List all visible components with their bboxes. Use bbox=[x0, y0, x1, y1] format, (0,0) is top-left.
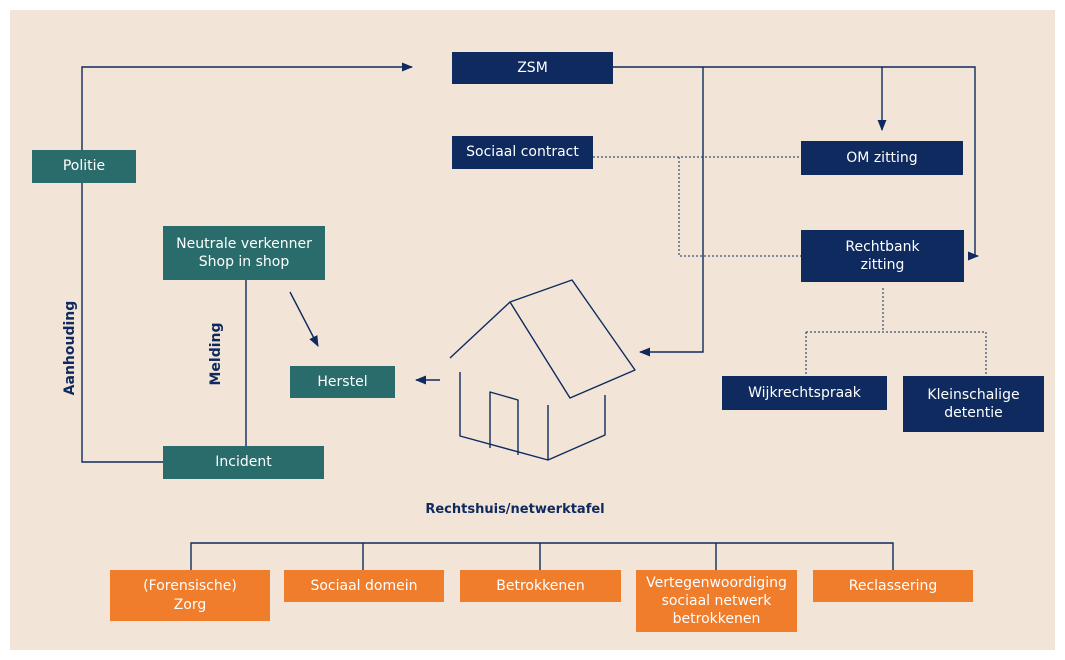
node-om-zitting: OM zitting bbox=[801, 141, 963, 175]
network-item-line1: Vertegenwoordiging bbox=[646, 574, 787, 591]
edge-verkenner-herstel bbox=[289, 291, 319, 347]
node-incident-label: Incident bbox=[215, 454, 272, 471]
diagram-panel: ZSM Politie Sociaal contract OM zitting … bbox=[10, 10, 1055, 650]
network-item-line1: Sociaal domein bbox=[310, 577, 418, 594]
network-bracket bbox=[190, 542, 894, 570]
network-item-line1: Betrokkenen bbox=[496, 577, 585, 594]
edge-label-melding: Melding bbox=[208, 322, 224, 386]
network-item-line1: (Forensische) bbox=[143, 578, 237, 595]
edge-zsm-rechtbank bbox=[613, 66, 980, 261]
node-sociaal-contract: Sociaal contract bbox=[452, 136, 593, 169]
node-neutrale-verkenner-line2: Shop in shop bbox=[198, 254, 290, 270]
edge-zsm-house bbox=[638, 67, 704, 357]
node-wijkrechtspraak-label: Wijkrechtspraak bbox=[748, 384, 861, 401]
node-kleinschalige-line2: detentie bbox=[944, 405, 1003, 421]
node-kleinschalige-line1: Kleinschalige bbox=[927, 386, 1020, 403]
node-herstel: Herstel bbox=[290, 366, 395, 398]
node-rechtbank-zitting: Rechtbank zitting bbox=[801, 230, 964, 282]
edge-aanhouding bbox=[81, 62, 414, 463]
edge-label-aanhouding: Aanhouding bbox=[62, 300, 78, 396]
node-incident: Incident bbox=[163, 446, 324, 479]
network-item-line1: Reclassering bbox=[848, 577, 938, 594]
node-politie-label: Politie bbox=[62, 158, 106, 175]
node-zsm: ZSM bbox=[452, 52, 613, 84]
node-neutrale-verkenner: Neutrale verkenner Shop in shop bbox=[163, 226, 325, 280]
house-caption: Rechtshuis/netwerktafel bbox=[425, 502, 605, 517]
network-item-forensische-zorg: (Forensische) Zorg bbox=[110, 570, 270, 621]
network-item-line2: Zorg bbox=[173, 596, 207, 613]
node-politie: Politie bbox=[32, 150, 136, 183]
network-item-line2: sociaal netwerk bbox=[661, 592, 772, 609]
node-herstel-label: Herstel bbox=[317, 373, 368, 390]
network-item-sociaal-domein: Sociaal domein bbox=[284, 570, 444, 602]
node-sociaal-contract-label: Sociaal contract bbox=[466, 144, 579, 161]
node-wijkrechtspraak: Wijkrechtspraak bbox=[722, 376, 887, 410]
house-outline-icon bbox=[449, 279, 636, 461]
network-item-line3: betrokkenen bbox=[672, 611, 761, 628]
connector-lines bbox=[81, 62, 987, 570]
node-neutrale-verkenner-line1: Neutrale verkenner bbox=[176, 235, 312, 252]
network-item-vertegenwoordiging: Vertegenwoordiging sociaal netwerk betro… bbox=[636, 570, 797, 632]
network-item-betrokkenen: Betrokkenen bbox=[460, 570, 621, 602]
node-rechtbank-line1: Rechtbank bbox=[845, 238, 920, 255]
node-om-zitting-label: OM zitting bbox=[846, 149, 918, 166]
edge-dotted-rechtbank-split bbox=[805, 288, 987, 376]
node-kleinschalige-detentie: Kleinschalige detentie bbox=[903, 376, 1044, 432]
node-zsm-label: ZSM bbox=[517, 59, 548, 76]
network-item-reclassering: Reclassering bbox=[813, 570, 973, 602]
node-rechtbank-line2: zitting bbox=[860, 257, 905, 273]
edge-dotted-sociaal-rechtbank bbox=[678, 157, 801, 257]
